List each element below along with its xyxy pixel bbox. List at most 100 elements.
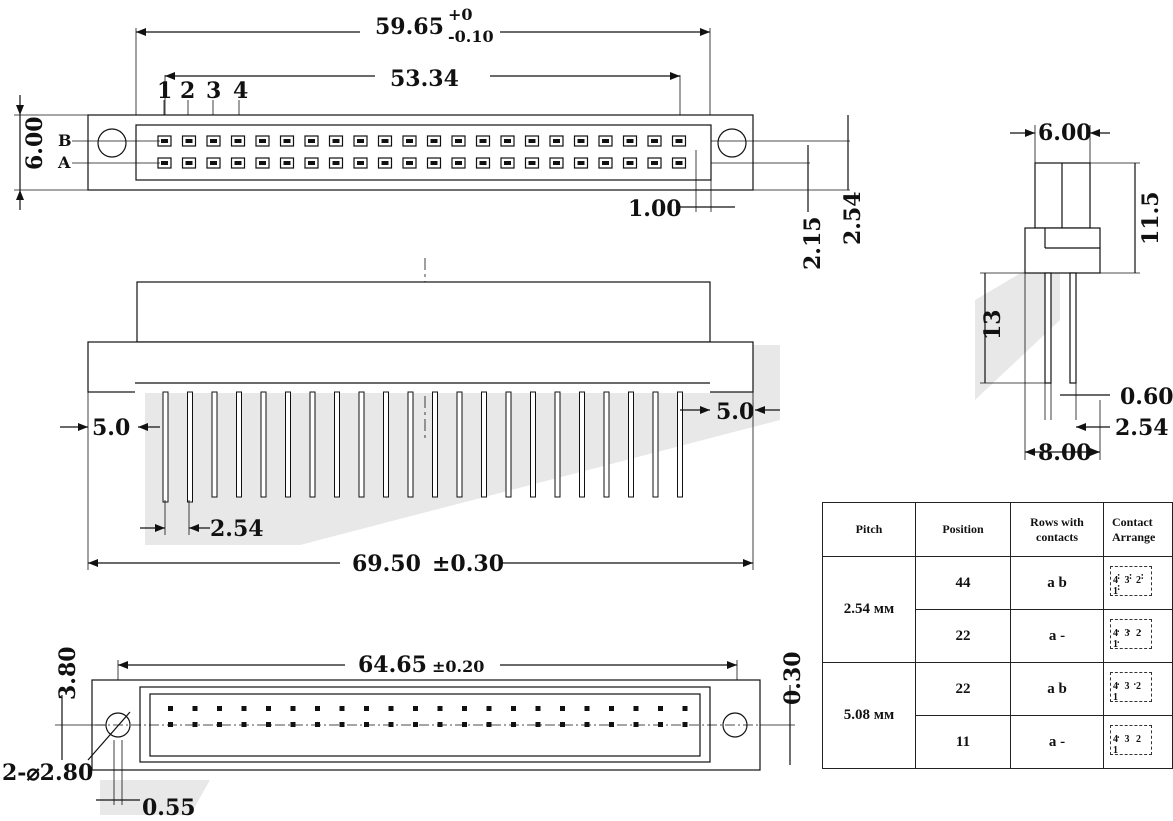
pin-contact-core <box>259 139 266 143</box>
contact-arrangement-icon: . 4 3 2 1 <box>1110 724 1152 756</box>
contact-arrangement-icon: . . . .4 3 2 1 <box>1110 618 1152 650</box>
bottom-view: 64.65 ±0.20 3.80 0.30 2-⌀2.80 0.55 <box>2 646 806 821</box>
rows-cell: a b <box>1010 662 1104 716</box>
pin-dot <box>388 722 394 727</box>
pin-span-label: 53.34 <box>390 66 459 92</box>
pin-dot <box>658 706 663 711</box>
mount-spacing-tol: ±0.20 <box>432 657 484 676</box>
pin-dot <box>315 706 320 711</box>
position-cell: 44 <box>915 556 1011 610</box>
pin-dot <box>437 722 443 727</box>
pin-dot <box>535 706 541 711</box>
pin-contact-core <box>161 161 168 165</box>
hole-offset-label: 3.80 <box>55 646 81 700</box>
pin-contact-core <box>283 139 291 143</box>
side-pin-b <box>1069 272 1077 384</box>
header-pitch: Pitch <box>822 502 916 557</box>
pin-dot <box>364 706 369 711</box>
pin-contact-core <box>357 161 364 165</box>
pin-leg <box>260 391 267 498</box>
right-mount-hole <box>717 128 747 158</box>
pin-dot <box>413 706 418 711</box>
contact-arrangement-icon: . .4 3 2 1 <box>1110 671 1152 703</box>
pin-dot <box>682 722 688 727</box>
overall-tol-lower: -0.10 <box>448 27 494 46</box>
spec-table: Pitch Position Rows with contacts Contac… <box>822 502 1173 769</box>
header-arrangement: Contact Arrange <box>1103 502 1173 557</box>
pin-leg <box>211 391 218 498</box>
pin-dot <box>535 722 541 727</box>
pin-leg <box>285 391 291 498</box>
front-upper-body <box>136 281 711 343</box>
pin-dot <box>413 722 418 727</box>
side-view: 6.00 11.5 13 0.60 2.54 8.00 <box>980 120 1173 466</box>
pin-dot <box>168 706 173 711</box>
pin-contact-core <box>504 139 511 143</box>
rows-cell: a b <box>1010 556 1104 610</box>
pin-number-1: 1 <box>157 78 172 104</box>
pin-dot <box>658 722 663 727</box>
pin-dot <box>241 706 247 711</box>
pin-contact-core <box>210 139 217 143</box>
top-view: 59.65 +0 -0.10 53.34 1 2 3 4 B A <box>14 5 866 270</box>
side-base-width-label: 8.00 <box>1038 440 1092 466</box>
rows-cell: a - <box>1010 715 1104 769</box>
pin-number-3: 3 <box>206 78 221 104</box>
pin-leg <box>603 391 610 498</box>
overall-tol-upper: +0 <box>448 5 473 24</box>
header-rows: Rows with contacts <box>1010 502 1104 557</box>
pin-dot <box>633 722 639 727</box>
pin-contact-core <box>675 161 683 165</box>
pitch-cell: 5.08 мм <box>822 662 916 769</box>
side-base <box>1024 227 1101 274</box>
pin-leg <box>677 391 683 498</box>
pin-contact-core <box>479 161 487 165</box>
pin-number-2: 2 <box>180 78 195 104</box>
row-label-b: B <box>58 131 72 150</box>
edge-offset-label: 1.00 <box>628 196 682 222</box>
pin-number-4: 4 <box>233 78 248 104</box>
pin-contact-core <box>651 139 658 143</box>
pin-contact-core <box>455 161 462 165</box>
pin-contact-core <box>283 161 291 165</box>
rows-cell: a - <box>1010 609 1104 663</box>
pin-contact-core <box>553 161 560 165</box>
pin-leg <box>481 391 487 498</box>
pin-dot <box>192 722 198 727</box>
left-margin-label: 5.0 <box>92 415 130 441</box>
front-width-tol: ±0.30 <box>432 551 504 577</box>
pin-dot <box>609 722 614 727</box>
pin-leg <box>162 391 169 503</box>
position-cell: 11 <box>915 715 1011 769</box>
position-cell: 22 <box>915 662 1011 716</box>
row-offset-label: 2.15 <box>800 216 826 270</box>
pin-dot <box>290 722 296 727</box>
pin-contact-core <box>651 161 658 165</box>
pin-dot <box>339 722 345 727</box>
pin-leg <box>505 391 512 498</box>
bottom-pin-grid <box>168 706 688 727</box>
pin-contact-core <box>332 139 340 143</box>
header-position: Position <box>915 502 1011 557</box>
pin-contact-core <box>553 139 560 143</box>
pin-leg <box>554 391 561 498</box>
pin-dot <box>609 706 614 711</box>
table-row: 5.08 мм 22 a b . .4 3 2 1 <box>822 662 1173 769</box>
pin-contact-core <box>381 139 389 143</box>
pin-contact-core <box>332 161 340 165</box>
pin-dot <box>584 722 590 727</box>
right-margin-label: 5.0 <box>716 399 754 425</box>
pin-dot <box>560 722 565 727</box>
pin-leg <box>579 391 585 498</box>
side-width-label: 6.00 <box>1038 120 1092 146</box>
top-insert <box>135 124 712 181</box>
pin-leg <box>334 391 340 498</box>
pin-dot <box>388 706 394 711</box>
pin-contact-core <box>577 139 585 143</box>
slot-gap-label: 0.55 <box>142 795 196 821</box>
left-mount-hole <box>97 128 127 158</box>
pin-contact-core <box>528 139 536 143</box>
edge-gap-label: 0.30 <box>780 651 806 705</box>
pin-leg <box>407 391 414 498</box>
pin-dot <box>511 722 516 727</box>
